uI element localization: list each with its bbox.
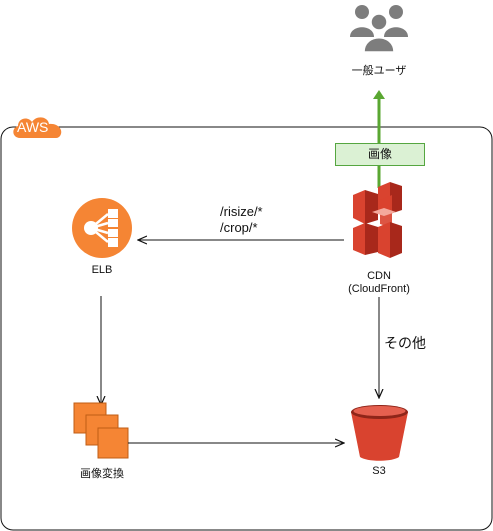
aws-badge-icon bbox=[13, 117, 62, 138]
aws-label: AWS bbox=[17, 119, 49, 135]
users-icon bbox=[350, 5, 408, 53]
elb-icon bbox=[72, 198, 132, 258]
aws-cloud-boundary bbox=[0, 126, 493, 531]
s3-bucket-icon bbox=[351, 405, 408, 461]
route-path-crop: /crop/* bbox=[220, 220, 258, 235]
cdn-label-line1: CDN bbox=[367, 270, 391, 282]
s3-label: S3 bbox=[372, 465, 386, 477]
route-path-resize: /risize/* bbox=[220, 204, 263, 219]
converter-icon bbox=[73, 402, 129, 459]
users-label: 一般ユーザ bbox=[351, 65, 407, 77]
other-route-label: その他 bbox=[384, 335, 426, 351]
converter-label: 画像変換 bbox=[80, 468, 124, 480]
image-route-tag: 画像 bbox=[335, 143, 425, 166]
elb-label: ELB bbox=[91, 264, 113, 276]
cloudfront-icon bbox=[353, 182, 402, 258]
cdn-label-line2: (CloudFront) bbox=[348, 283, 410, 295]
